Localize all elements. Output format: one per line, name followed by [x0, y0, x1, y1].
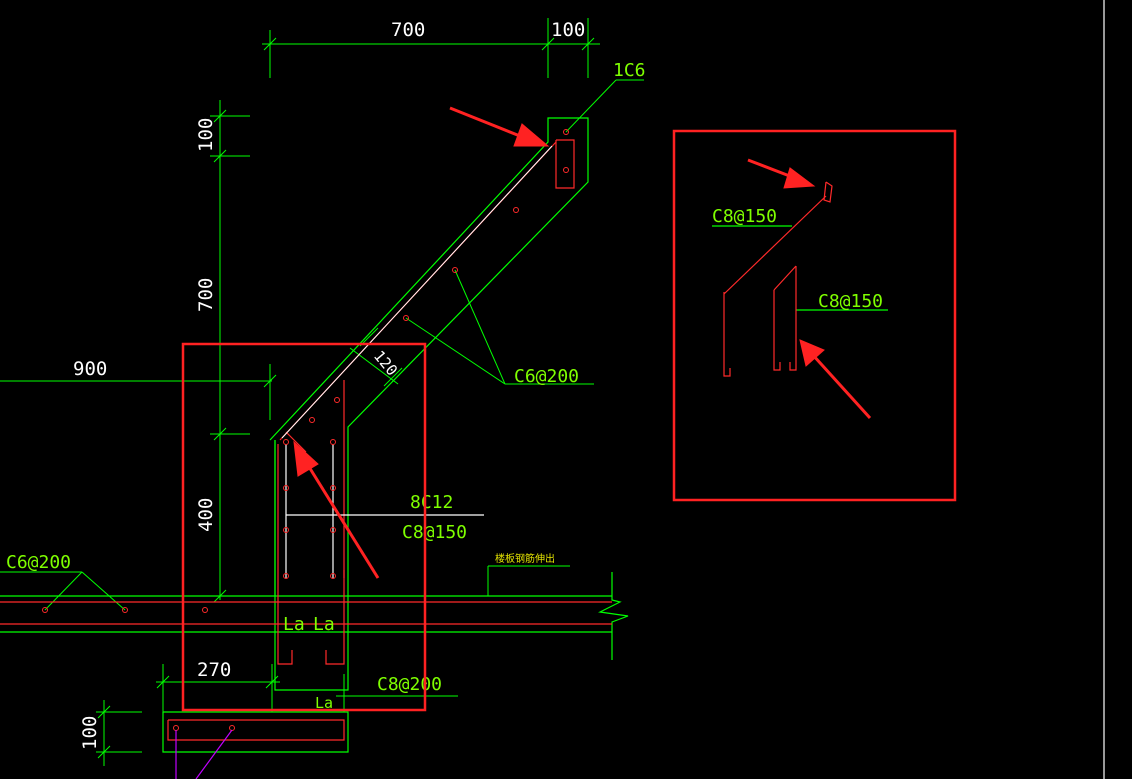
- rebar-lines: [0, 139, 612, 741]
- dimension-lines: [0, 18, 644, 766]
- label-la-right: La: [313, 614, 335, 635]
- label-la-bottom: La: [315, 694, 333, 712]
- label-la-left: La: [283, 614, 305, 635]
- label-small-note: 楼板钢筋伸出: [495, 552, 555, 565]
- dim-top-700: 700: [391, 19, 425, 41]
- label-c6-200-right: C6@200: [514, 366, 579, 387]
- detail-label-upper: C8@150: [712, 206, 777, 227]
- dim-top-100: 100: [551, 19, 585, 41]
- annotation-box-detail: [672, 129, 957, 502]
- annotation-box-column: [181, 342, 427, 712]
- dim-left-700: 700: [195, 278, 217, 312]
- dim-left-400: 400: [195, 498, 217, 532]
- label-c6-200-left: C6@200: [6, 552, 71, 573]
- label-c8-200: C8@200: [377, 674, 442, 695]
- top-rebar-white: [281, 145, 553, 439]
- dim-horiz-900: 900: [73, 358, 107, 380]
- magenta-lines: [175, 729, 233, 779]
- arrow-annotation-icon: [293, 106, 872, 579]
- label-8c12: 8C12: [410, 492, 453, 513]
- dim-bottom-100: 100: [79, 716, 101, 750]
- concrete-outline: [0, 117, 629, 753]
- dim-left-100: 100: [195, 118, 217, 152]
- dim-bottom-270: 270: [197, 659, 231, 681]
- label-c8-150-main: C8@150: [402, 522, 467, 543]
- detail-sketch: [712, 181, 888, 377]
- dim-slab-120: 120: [370, 347, 401, 379]
- column-vertical-bars: [285, 444, 484, 578]
- label-1c6: 1C6: [613, 60, 646, 81]
- detail-label-lower: C8@150: [818, 291, 883, 312]
- rebar-dots: [42, 129, 569, 731]
